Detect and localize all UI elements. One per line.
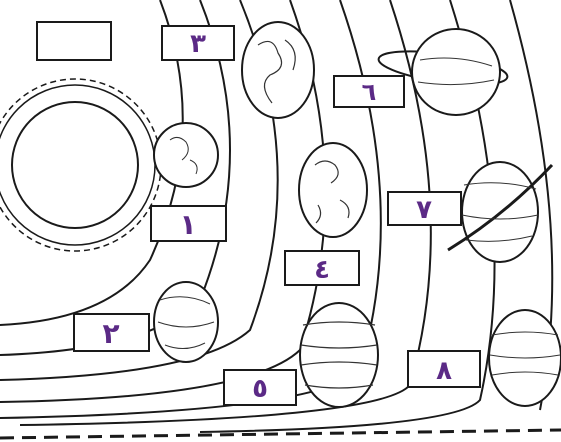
label-box-neptune[interactable]: ٨ bbox=[408, 351, 480, 387]
label-venus: ٢ bbox=[102, 317, 119, 350]
label-box-venus[interactable]: ٢ bbox=[74, 314, 149, 351]
label-box-saturn[interactable]: ٧ bbox=[388, 192, 461, 225]
venus-icon bbox=[154, 282, 218, 362]
label-box-mercury[interactable]: ١ bbox=[151, 206, 226, 241]
label-saturn: ٧ bbox=[416, 195, 432, 225]
label-uranus: ٦ bbox=[362, 78, 377, 106]
label-box-earth[interactable]: ٣ bbox=[162, 26, 234, 60]
label-jupiter: ٥ bbox=[252, 374, 268, 404]
neptune-icon bbox=[489, 310, 561, 406]
label-box-jupiter[interactable]: ٥ bbox=[224, 370, 296, 405]
label-box-sun[interactable] bbox=[37, 22, 111, 60]
earth-icon bbox=[242, 22, 314, 118]
mars-icon bbox=[299, 143, 367, 237]
label-mars: ٤ bbox=[314, 255, 330, 285]
mercury-icon bbox=[154, 123, 218, 187]
label-mercury: ١ bbox=[179, 208, 196, 241]
label-box-uranus[interactable]: ٦ bbox=[334, 76, 404, 107]
label-box-mars[interactable]: ٤ bbox=[285, 251, 359, 285]
jupiter-icon bbox=[300, 303, 378, 407]
label-earth: ٣ bbox=[190, 29, 206, 59]
label-neptune: ٨ bbox=[436, 356, 452, 386]
